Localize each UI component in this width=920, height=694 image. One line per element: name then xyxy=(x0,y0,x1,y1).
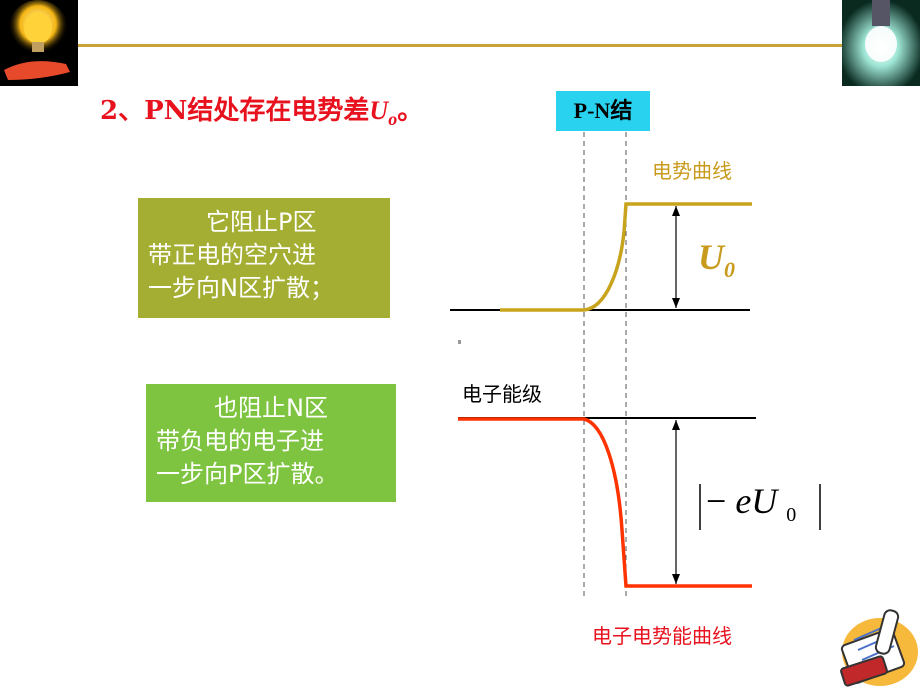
junction-label: P-N结 xyxy=(556,91,650,131)
header-rule xyxy=(78,44,842,47)
scroll-book-icon xyxy=(836,596,920,690)
electron-diffusion-note: 也阻止N区 带负电的电子进 一步向P区扩散。 xyxy=(146,384,396,502)
potential-curve-label: 电势曲线 xyxy=(652,159,732,183)
energy-curve-label: 电子电势能曲线 xyxy=(592,624,732,648)
lightbulb-hand-icon xyxy=(0,0,78,86)
hole-diffusion-note: 它阻止P区 带正电的空穴进 一步向N区扩散； xyxy=(138,198,390,318)
energy-curve xyxy=(458,417,752,588)
lamp-icon xyxy=(842,0,920,86)
potential-symbol: U0 xyxy=(698,237,735,282)
electron-level-label: 电子能级 xyxy=(462,382,542,406)
potential-curve xyxy=(500,202,752,312)
energy-expression: − eU 0 xyxy=(706,481,797,526)
slide-title: 2、PN结处存在电势差Uo。 xyxy=(100,96,424,129)
